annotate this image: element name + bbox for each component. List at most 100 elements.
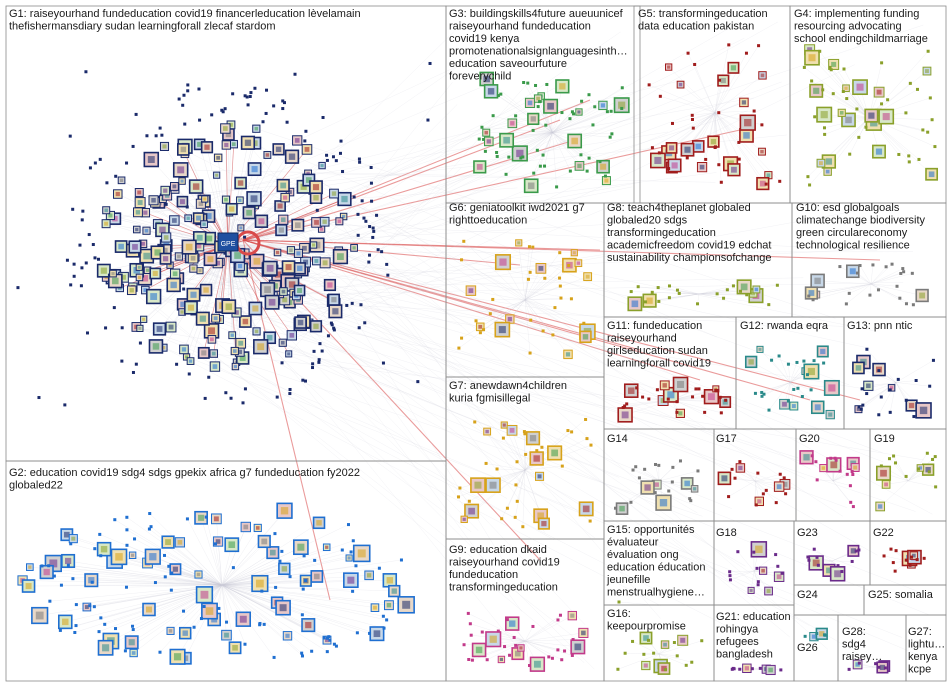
dot-g4-33: [908, 81, 912, 85]
dot-g2-83: [325, 636, 329, 640]
dot-g4-20: [926, 130, 930, 134]
edge-gray-long-100: [210, 85, 560, 260]
dot-g9-13: [503, 645, 507, 649]
dot-g5-30: [650, 146, 654, 150]
edge-g3-24: [552, 113, 574, 133]
edge-g2-1: [221, 584, 389, 606]
dot-g4-32: [831, 92, 835, 96]
dot-g12-18: [795, 360, 799, 364]
node-g2-58: [26, 563, 34, 571]
node-g1-76: [248, 301, 263, 316]
edge-g3-55: [552, 132, 612, 135]
dot-g4-45: [886, 98, 890, 102]
group-label-g9-line-3: transformingeducation: [449, 582, 558, 594]
dot-g1-out-3: [164, 202, 168, 206]
edge-g9-13: [504, 640, 526, 647]
dot-g1-13: [183, 122, 187, 126]
dot-g20-12: [849, 500, 853, 504]
node-g7-1: [547, 445, 563, 461]
dot-g1-65: [369, 181, 373, 185]
edge-g2-76: [221, 584, 227, 623]
node-g1-119: [203, 252, 218, 267]
dot-g1-59: [248, 95, 252, 99]
dot-g1-53: [385, 262, 389, 266]
dot-g5-46: [690, 113, 694, 117]
group-label-g15-line-1: évaluateur: [607, 537, 659, 549]
dot-g2-72: [217, 606, 221, 610]
dot-g4-35: [907, 160, 911, 164]
dot-g2-73: [114, 627, 118, 631]
node-g3-2: [596, 159, 610, 174]
node-g5-19: [680, 142, 695, 157]
dot-g8-20: [667, 284, 671, 288]
node-g1-207: [332, 248, 349, 265]
dot-g14-7: [657, 463, 661, 467]
node-g1-206: [135, 273, 144, 282]
node-g8-3: [642, 293, 657, 308]
dot-g11-26: [641, 395, 645, 399]
group-label-g9-line-0: G9: education dkaid: [449, 544, 547, 556]
edge-g7-5: [524, 469, 541, 516]
dot-g2-94: [69, 542, 73, 546]
dot-g2-125: [99, 616, 103, 620]
node-g1-136: [207, 335, 217, 344]
node-g7-3: [464, 503, 480, 519]
edge-g6-4: [524, 265, 570, 301]
edge-g2-109: [221, 584, 261, 624]
dot-g12-24: [786, 362, 790, 366]
node-g4-2: [925, 167, 939, 181]
group-label-g16-line-0: G16:: [607, 608, 631, 620]
group-label-g28-line-0: G28:: [842, 626, 866, 638]
dot-g16-10: [652, 651, 656, 655]
dot-g28-5: [883, 666, 887, 670]
node-layer: [16, 43, 939, 676]
edge-g12-12: [789, 382, 803, 397]
node-g1-47: [328, 304, 343, 319]
dot-g1-70: [96, 257, 100, 261]
dot-g22-9: [909, 555, 913, 559]
dot-g1-42: [311, 366, 315, 370]
edge-gray-long-21: [211, 339, 472, 532]
node-g2-27: [166, 626, 175, 635]
dot-g1-out-19: [16, 286, 20, 290]
node-g1-218: [165, 321, 177, 333]
node-g1-19: [286, 330, 297, 341]
edge-g9-5: [524, 632, 584, 642]
edge-g3-37: [552, 132, 571, 172]
dot-g1-48: [203, 396, 207, 400]
dot-g1-out-0: [243, 235, 247, 239]
node-g5-15: [707, 135, 720, 148]
node-g1-197: [169, 268, 181, 279]
edge-g7-7: [487, 431, 526, 471]
edge-g11-19: [671, 399, 722, 414]
node-g1-173: [200, 220, 208, 229]
dot-g1-116: [363, 321, 367, 325]
dot-g20-5: [834, 458, 838, 462]
edge-g20-9: [832, 471, 841, 482]
dot-g2-108: [182, 609, 186, 613]
node-g4-12: [922, 66, 932, 76]
node-g28-1: [852, 659, 863, 670]
dot-g7-17: [584, 417, 588, 421]
dot-g1-100: [318, 342, 322, 346]
node-g1-87: [252, 124, 261, 133]
node-g2-14: [161, 535, 175, 549]
dot-g8-11: [656, 286, 660, 290]
dot-g2-112: [167, 564, 171, 568]
dot-g13-20: [888, 388, 892, 392]
node-g1-39: [221, 140, 231, 150]
edge-gray-long-75: [245, 209, 862, 322]
dot-g13-15: [904, 398, 908, 402]
dot-g1-76: [367, 260, 371, 264]
group-label-g10-line-0: G10: esd globalgoals: [796, 202, 900, 214]
edge-gray-long-53: [146, 100, 594, 231]
dot-g10-19: [904, 302, 908, 306]
dot-g2-99: [88, 604, 92, 608]
dot-g4-48: [829, 68, 833, 72]
dot-g10-8: [871, 263, 875, 267]
edge-g10-14: [870, 264, 893, 285]
dot-g17-11: [756, 471, 760, 475]
edge-g6-25: [490, 299, 526, 314]
edge-g5-22: [714, 112, 780, 182]
node-g2-20: [312, 516, 326, 530]
